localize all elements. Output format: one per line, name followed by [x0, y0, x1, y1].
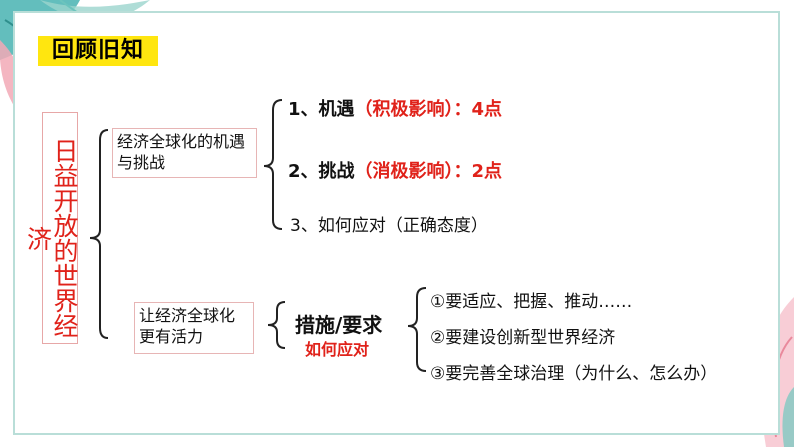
howto-label: 如何应对 [305, 340, 370, 359]
item2-paren: （消极影响） [354, 161, 454, 182]
branch1-item-1: 1、机遇（积极影响）：4点 [288, 95, 502, 121]
branch2-label: 让经济全球化更有活力 [139, 306, 236, 346]
item1-prefix: 1、机遇 [288, 99, 355, 120]
upper-brace [263, 99, 283, 230]
branch2-item-3: ③要完善全球治理（为什么、怎么办） [430, 364, 718, 384]
item2-suffix: ：2点 [453, 161, 503, 182]
title-badge: 回顾旧知 [38, 36, 158, 66]
branch2-item-1: ①要适应、把握、推动…… [430, 292, 633, 312]
branch1-node: 经济全球化的机遇与挑战 [112, 128, 257, 178]
item2-prefix: 2、挑战 [288, 161, 355, 182]
lower-brace [267, 301, 286, 349]
branch1-label: 经济全球化的机遇与挑战 [117, 132, 246, 172]
branch1-item-3: 3、如何应对（正确态度） [290, 216, 488, 236]
content-frame [13, 11, 780, 435]
item1-paren: （积极影响） [354, 99, 454, 120]
main-brace [89, 129, 109, 339]
item1-suffix: ：4点 [453, 99, 503, 120]
measure-label: 措施/要求 [295, 313, 383, 337]
branch2-node: 让经济全球化更有活力 [134, 302, 254, 354]
right-brace [407, 287, 427, 372]
root-label: 日益开放的世界经济 [23, 138, 80, 338]
root-node: 日益开放的世界经济 [23, 112, 80, 344]
branch2-item-2: ②要建设创新型世界经济 [430, 328, 616, 348]
branch1-item-2: 2、挑战（消极影响）：2点 [288, 157, 502, 183]
